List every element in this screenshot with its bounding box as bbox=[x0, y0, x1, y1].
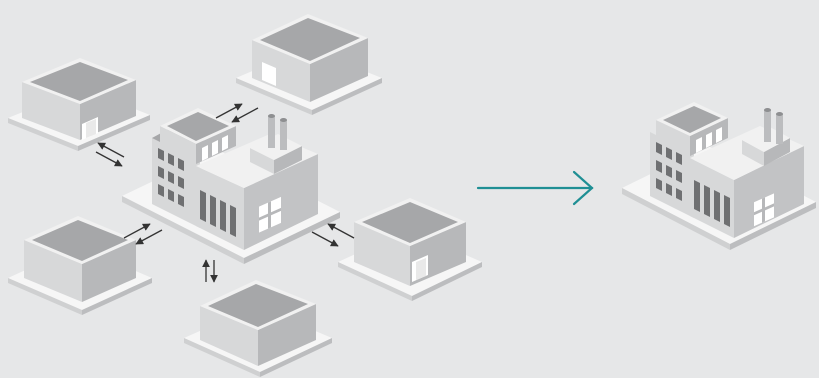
factory-result bbox=[622, 102, 816, 250]
arrow-top-middle-to bbox=[216, 104, 242, 118]
arrow-right-from bbox=[328, 224, 354, 238]
warehouse-top-left bbox=[8, 58, 150, 151]
factory-center bbox=[122, 108, 340, 264]
warehouse-top-middle bbox=[236, 14, 382, 115]
transformation-arrow bbox=[478, 172, 592, 204]
arrow-right-to bbox=[312, 232, 338, 246]
arrow-left-bottom-to bbox=[124, 224, 150, 238]
warehouse-left-bottom bbox=[8, 216, 152, 315]
arrow-top-middle-from bbox=[232, 108, 258, 122]
warehouse-bottom bbox=[184, 280, 332, 377]
warehouse-right bbox=[338, 198, 482, 301]
arrow-left-bottom-from bbox=[136, 230, 162, 244]
